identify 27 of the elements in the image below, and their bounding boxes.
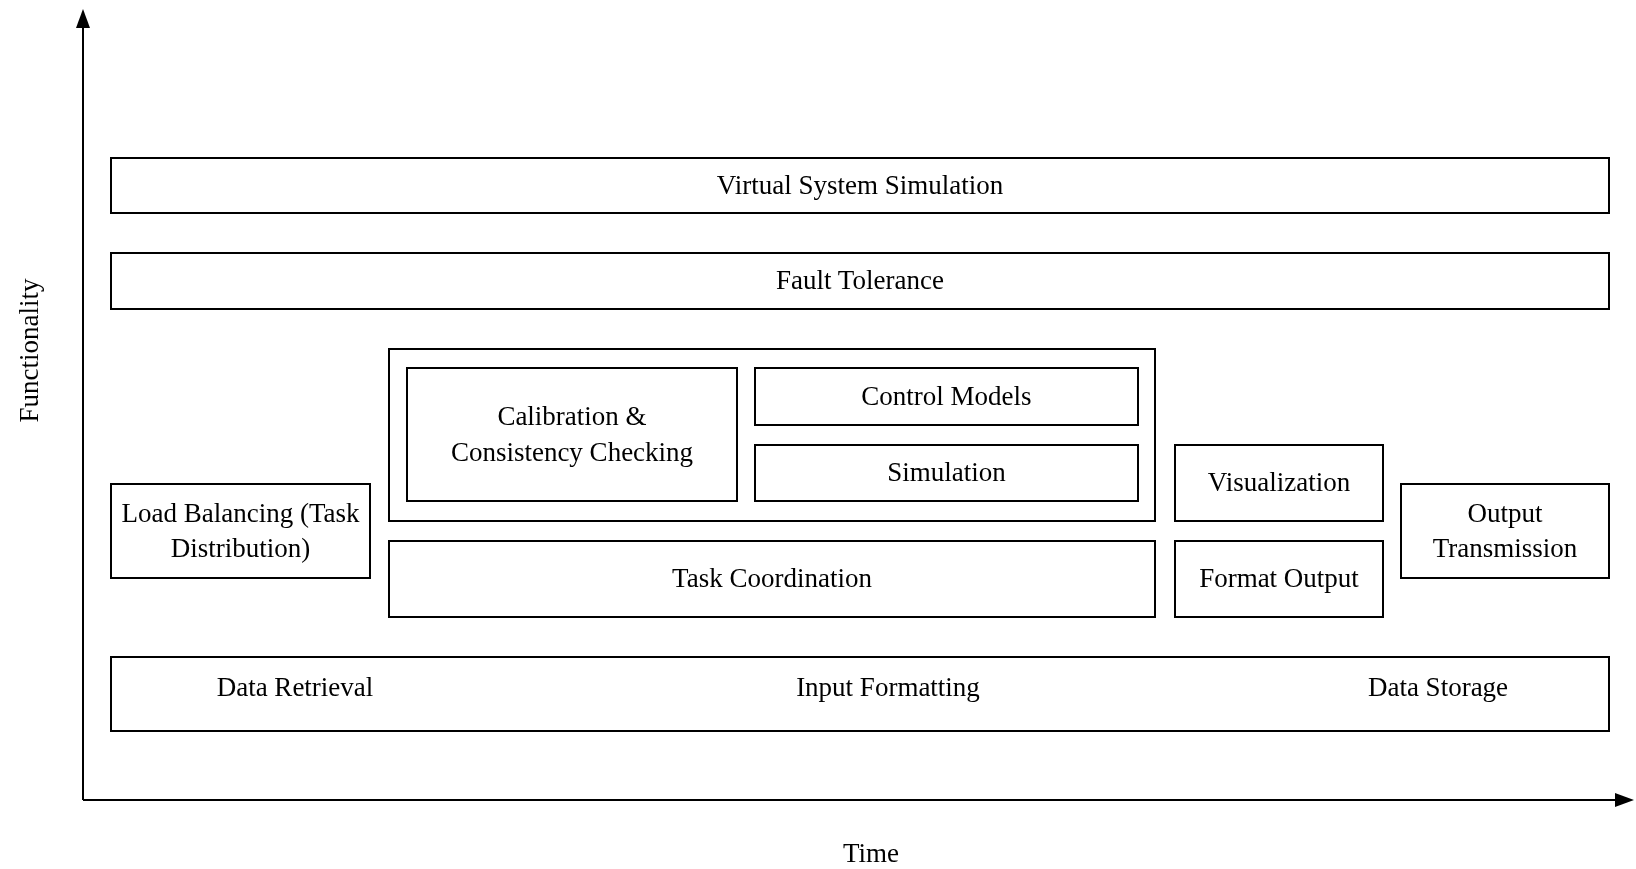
box-label: Calibration & Consistency Checking: [449, 400, 695, 469]
box-label: Format Output: [1199, 562, 1359, 596]
process-box: [388, 540, 1156, 618]
process-box: [754, 367, 1139, 426]
box-label: Data Retrieval: [216, 671, 374, 704]
box-label: Task Coordination: [672, 562, 872, 596]
process-box: [406, 367, 738, 502]
box-label: Output Transmission: [1431, 496, 1579, 565]
process-box: [110, 656, 1610, 732]
box-label: Fault Tolerance: [776, 264, 944, 298]
box-label: Virtual System Simulation: [716, 168, 1004, 202]
box-label: Input Formatting: [796, 671, 980, 704]
process-box: [110, 157, 1610, 214]
axis-title: Time: [843, 837, 900, 869]
box-label: Data Storage: [1367, 671, 1509, 704]
process-box: [754, 444, 1139, 502]
box-label: Visualization: [1207, 466, 1351, 500]
box-label: Load Balancing (Task Distribution): [120, 496, 361, 565]
process-box: [1174, 540, 1384, 618]
process-box: [1400, 483, 1610, 579]
process-box: [110, 252, 1610, 310]
process-box: [1174, 444, 1384, 522]
axis-title: Functionality: [13, 278, 45, 422]
process-box: [110, 483, 371, 579]
group-box: [388, 348, 1156, 522]
box-label: Simulation: [887, 456, 1006, 490]
box-label: Control Models: [861, 379, 1032, 413]
